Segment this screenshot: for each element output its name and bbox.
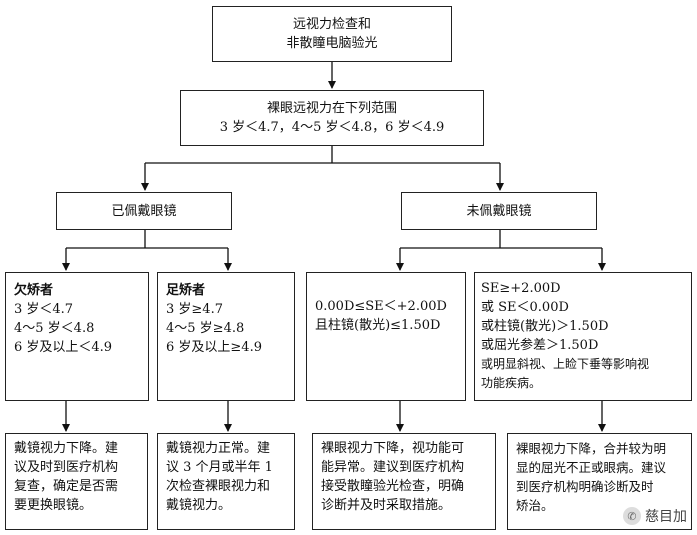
wearing-glasses-label: 已佩戴眼镜 — [111, 203, 177, 219]
under-corrected-line-2: 4～5 岁＜4.8 — [14, 321, 95, 336]
watermark-text: 慈目加 — [645, 509, 687, 525]
result-under-line-3: 复查，确定是否需 — [14, 479, 119, 494]
result-normal-refraction-box: 裸眼视力下降，视功能可 能异常。建议到医疗机构 接受散瞳验光检查，明确 诊断并及… — [312, 433, 496, 530]
result-full-line-4: 戴镜视力。 — [166, 498, 232, 513]
abnormal-refraction-box: SE≥+2.00D 或 SE＜0.00D 或柱镜(散光)＞1.50D 或屈光参差… — [474, 272, 692, 401]
range-line-2: 3 岁＜4.7，4～5 岁＜4.8，6 岁＜4.9 — [219, 120, 445, 135]
not-wearing-glasses-box: 未佩戴眼镜 — [401, 192, 597, 230]
abnormal-refraction-line-6: 功能疾病。 — [481, 376, 542, 390]
normal-refraction-line-2: 且柱镜(散光)≤1.50D — [315, 318, 441, 333]
fully-corrected-line-2: 4～5 岁≥4.8 — [166, 321, 245, 336]
fully-corrected-line-3: 6 岁及以上≥4.9 — [166, 340, 262, 355]
result-normal-line-3: 接受散瞳验光检查，明确 — [321, 479, 465, 494]
fully-corrected-line-1: 3 岁≥4.7 — [166, 302, 223, 317]
vision-check-line-1: 远视力检查和 — [292, 17, 371, 32]
watermark: ✆ 慈目加 — [623, 506, 687, 526]
abnormal-refraction-line-4: 或屈光参差＞1.50D — [481, 338, 599, 353]
under-corrected-line-3: 6 岁及以上＜4.9 — [14, 340, 113, 355]
result-abnormal-line-4: 矫治。 — [516, 498, 554, 513]
under-corrected-line-1: 3 岁＜4.7 — [14, 302, 74, 317]
result-abnormal-refraction-box: 裸眼视力下降，合并较为明 显的屈光不正或眼病。建议 到医疗机构明确诊断及时 矫治… — [507, 433, 692, 530]
result-normal-line-4: 诊断并及时采取措施。 — [321, 498, 452, 513]
normal-refraction-line-1: 0.00D≤SE＜+2.00D — [315, 299, 447, 314]
range-box: 裸眼远视力在下列范围 3 岁＜4.7，4～5 岁＜4.8，6 岁＜4.9 — [180, 90, 484, 146]
result-under-line-2: 议及时到医疗机构 — [14, 460, 119, 475]
wearing-glasses-box: 已佩戴眼镜 — [56, 192, 232, 230]
result-full-line-1: 戴镜视力正常。建 — [166, 441, 271, 456]
vision-check-box: 远视力检查和 非散瞳电脑验光 — [212, 6, 452, 62]
vision-check-line-2: 非散瞳电脑验光 — [286, 36, 378, 51]
under-corrected-title: 欠矫者 — [14, 283, 54, 298]
abnormal-refraction-line-1: SE≥+2.00D — [481, 281, 561, 296]
fully-corrected-box: 足矫者 3 岁≥4.7 4～5 岁≥4.8 6 岁及以上≥4.9 — [157, 272, 295, 401]
result-normal-line-1: 裸眼视力下降，视功能可 — [321, 441, 465, 456]
abnormal-refraction-line-5: 或明显斜视、上睑下垂等影响视 — [481, 357, 650, 371]
result-abnormal-line-1: 裸眼视力下降，合并较为明 — [516, 441, 667, 456]
wechat-icon: ✆ — [623, 507, 641, 525]
result-full-line-2: 议 3 个月或半年 1 — [166, 460, 273, 475]
result-abnormal-line-2: 显的屈光不正或眼病。建议 — [516, 460, 667, 475]
result-abnormal-line-3: 到医疗机构明确诊断及时 — [516, 479, 654, 494]
not-wearing-glasses-label: 未佩戴眼镜 — [466, 203, 532, 219]
abnormal-refraction-line-2: 或 SE＜0.00D — [481, 300, 569, 315]
result-under-line-1: 戴镜视力下降。建 — [14, 441, 119, 456]
abnormal-refraction-line-3: 或柱镜(散光)＞1.50D — [481, 319, 609, 334]
result-normal-line-2: 能异常。建议到医疗机构 — [321, 460, 465, 475]
result-full-line-3: 次检查裸眼视力和 — [166, 479, 271, 494]
range-line-1: 裸眼远视力在下列范围 — [266, 101, 397, 116]
fully-corrected-title: 足矫者 — [166, 283, 206, 298]
result-under-line-4: 要更换眼镜。 — [14, 498, 93, 513]
under-corrected-box: 欠矫者 3 岁＜4.7 4～5 岁＜4.8 6 岁及以上＜4.9 — [5, 272, 149, 401]
result-fully-corrected-box: 戴镜视力正常。建 议 3 个月或半年 1 次检查裸眼视力和 戴镜视力。 — [157, 433, 295, 530]
result-under-corrected-box: 戴镜视力下降。建 议及时到医疗机构 复查，确定是否需 要更换眼镜。 — [5, 433, 148, 530]
normal-refraction-box: 0.00D≤SE＜+2.00D 且柱镜(散光)≤1.50D — [306, 272, 466, 401]
